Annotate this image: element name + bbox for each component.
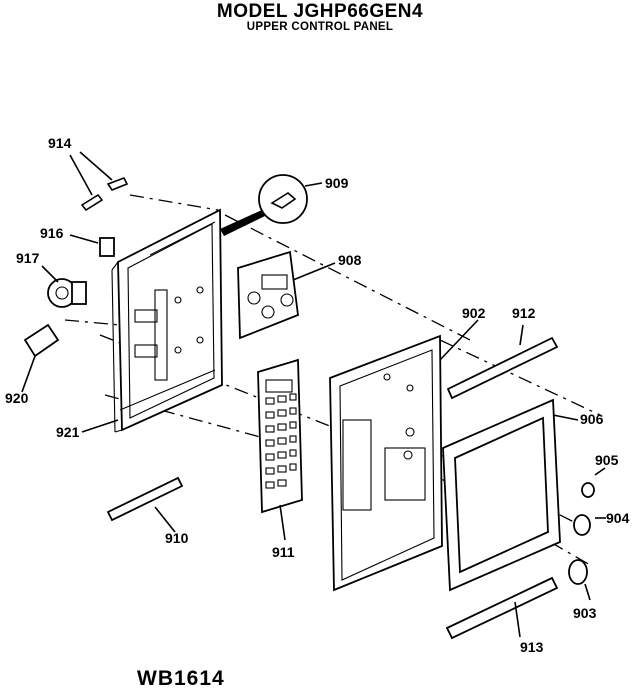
motor-917 xyxy=(41,265,87,308)
trim-frame-906 xyxy=(442,398,579,592)
label-916: 916 xyxy=(40,225,64,241)
label-921: 921 xyxy=(56,424,80,440)
diagram-code: WB1614 xyxy=(137,667,225,690)
leader-921 xyxy=(81,419,119,433)
label-902: 902 xyxy=(462,305,486,321)
clips-914 xyxy=(69,151,129,212)
model-title: MODEL JGHP66GEN4 xyxy=(216,1,424,22)
label-906: 906 xyxy=(580,411,604,427)
panel-face-902 xyxy=(329,319,479,592)
clip-909 xyxy=(220,174,323,236)
label-911: 911 xyxy=(272,544,295,560)
label-914: 914 xyxy=(48,135,72,151)
label-913: 913 xyxy=(520,639,544,655)
label-909: 909 xyxy=(325,175,349,191)
trim-strip-913 xyxy=(445,576,559,640)
trim-strip-912 xyxy=(446,324,559,400)
bracket-910 xyxy=(106,476,184,533)
back-frame-921 xyxy=(111,208,223,433)
switch-920 xyxy=(21,323,60,393)
latch-916 xyxy=(69,234,115,257)
control-board-908 xyxy=(237,250,336,340)
label-905: 905 xyxy=(595,452,619,468)
label-912: 912 xyxy=(512,305,536,321)
label-920: 920 xyxy=(5,390,29,406)
label-904: 904 xyxy=(606,510,630,526)
section-subtitle: UPPER CONTROL PANEL xyxy=(246,21,394,33)
label-910: 910 xyxy=(165,530,189,546)
label-917: 917 xyxy=(16,250,40,266)
label-903: 903 xyxy=(573,605,597,621)
knobs xyxy=(568,467,606,601)
label-908: 908 xyxy=(338,252,362,268)
keypad-911 xyxy=(257,358,303,541)
